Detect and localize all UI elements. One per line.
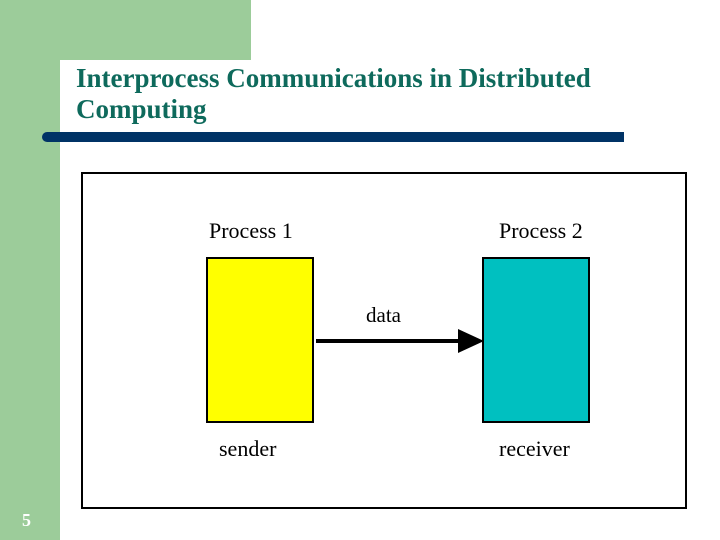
slide-title: Interprocess Communications in Distribut…	[76, 63, 706, 125]
title-underline-bar	[42, 132, 624, 142]
slide-number: 5	[22, 510, 31, 530]
process-1-label: Process 1	[209, 218, 293, 243]
process-2-label: Process 2	[499, 218, 583, 243]
data-arrow-icon	[316, 329, 484, 353]
sender-label: sender	[219, 436, 277, 461]
slide-title-line-2: Computing	[76, 94, 207, 124]
slide-title-line-1: Interprocess Communications in Distribut…	[76, 63, 591, 93]
receiver-label: receiver	[499, 436, 570, 461]
data-arrow-label: data	[366, 303, 401, 327]
process-1-box	[206, 257, 314, 423]
green-sidebar	[0, 0, 60, 540]
process-2-box	[482, 257, 590, 423]
